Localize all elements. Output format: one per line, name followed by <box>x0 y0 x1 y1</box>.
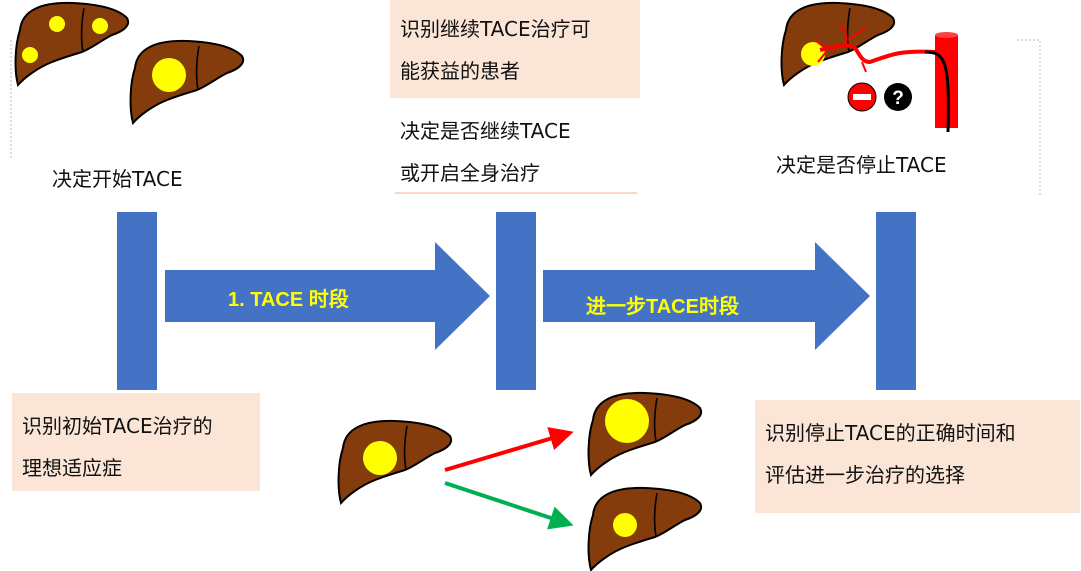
hepatic-artery-icon <box>814 24 936 73</box>
tumor-icon <box>613 513 637 537</box>
phase-arrow-further <box>543 242 870 350</box>
decision-continue-line1: 决定是否继续TACE <box>400 119 571 143</box>
phase-arrow-first <box>165 242 490 350</box>
liver-icon <box>780 1 896 86</box>
decision-start: 决定开始TACE <box>52 167 183 191</box>
box-text: 识别初始TACE治疗的 <box>22 414 213 438</box>
box-text: 识别继续TACE治疗可 <box>400 17 591 41</box>
phase-label-further: 进一步TACE时段 <box>586 296 739 318</box>
catheter-icon <box>924 50 950 133</box>
box-continue-benefit: 识别继续TACE治疗可 能获益的患者 <box>390 0 640 98</box>
tumor-icon <box>49 16 65 32</box>
phase-label-first: 1. TACE 时段 <box>228 289 349 311</box>
liver-icon <box>129 39 245 124</box>
milestone-bar-start <box>117 212 157 390</box>
svg-text:?: ? <box>892 88 904 109</box>
box-text: 评估进一步治疗的选择 <box>765 463 965 487</box>
no-entry-icon <box>847 82 877 112</box>
milestone-bar-stop <box>876 212 916 390</box>
liver-icon <box>587 486 703 571</box>
arrow-right-icon <box>444 427 574 472</box>
milestone-bar-continue <box>496 212 536 390</box>
question-icon: ? <box>884 83 912 111</box>
arrow-right-icon <box>444 481 574 530</box>
tumor-icon <box>22 47 38 63</box>
tumor-icon <box>92 18 108 34</box>
box-text: 识别停止TACE的正确时间和 <box>765 421 1016 445</box>
box-initial: 识别初始TACE治疗的 理想适应症 <box>12 393 260 491</box>
box-text: 理想适应症 <box>22 456 122 480</box>
liver-icon <box>587 391 703 476</box>
box-stop: 识别停止TACE的正确时间和 评估进一步治疗的选择 <box>755 400 1080 513</box>
decision-continue-line2: 或开启全身治疗 <box>400 161 540 185</box>
dashed-guide <box>1017 39 1041 195</box>
decision-stop: 决定是否停止TACE <box>776 153 947 177</box>
tumor-icon <box>363 441 397 475</box>
box-text: 能获益的患者 <box>400 59 520 83</box>
tumor-icon <box>152 58 186 92</box>
liver-icon <box>14 1 130 86</box>
tumor-icon <box>605 399 649 443</box>
